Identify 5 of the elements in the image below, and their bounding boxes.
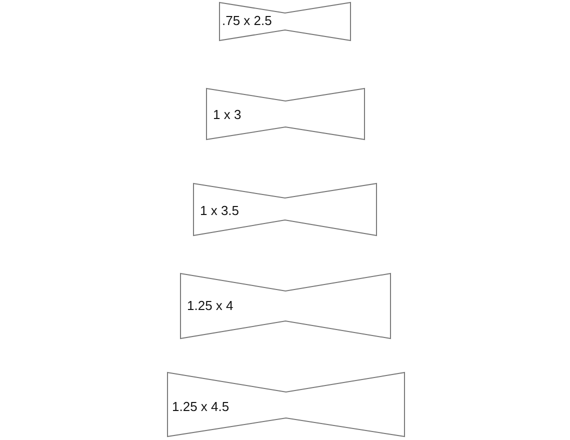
size-label: 1 x 3.5 [200,204,240,217]
size-label: .75 x 2.5 [222,14,272,27]
size-label: 1 x 3 [213,108,242,121]
size-label: 1.25 x 4 [187,299,234,312]
size-label: 1.25 x 4.5 [172,400,230,413]
